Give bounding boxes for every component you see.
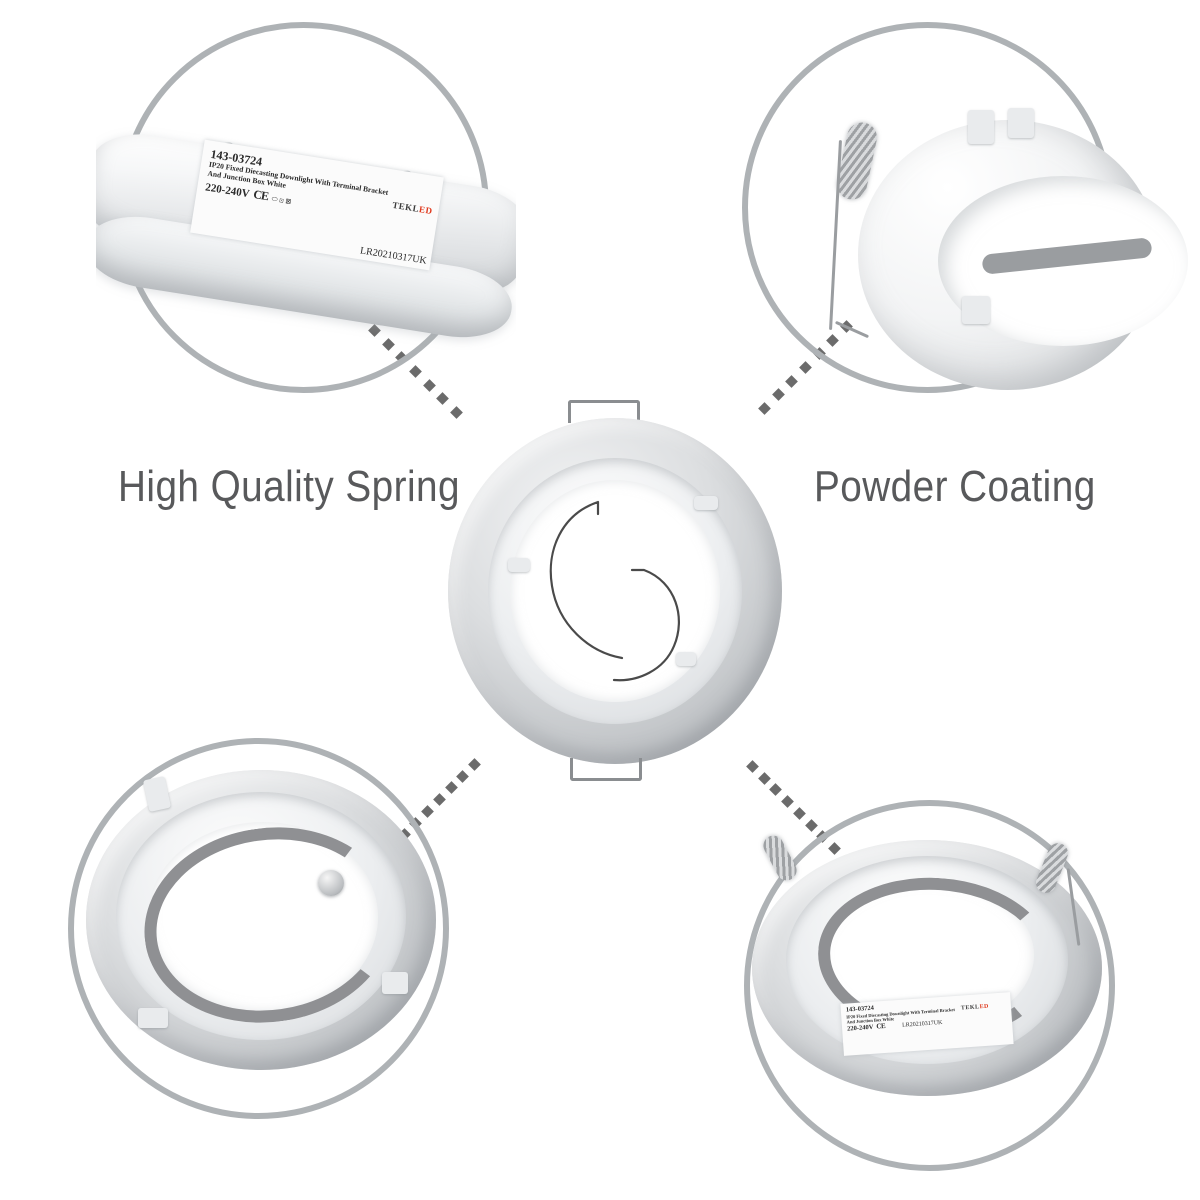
caption-high-quality-spring: High Quality Spring	[118, 462, 460, 511]
center-nub-bottom	[676, 652, 696, 666]
assembly-spring-right	[1032, 840, 1072, 896]
ce-mark-icon: CE	[252, 186, 270, 203]
wire-spring-clip-bottom	[570, 758, 642, 781]
connector-dash	[422, 378, 436, 392]
photo-assembly-detail: 143-03724 IP20 Fixed Diecasting Downligh…	[742, 820, 1112, 1120]
center-nub-left	[508, 558, 530, 572]
housing-nub-top2	[1008, 108, 1034, 138]
assembly-spring-left	[759, 832, 801, 884]
connector-dash	[792, 806, 806, 820]
connector-dash	[769, 783, 783, 797]
connector-dash	[409, 365, 422, 378]
bezel-clip-tab-bottom	[138, 1008, 168, 1028]
connector-dash	[799, 361, 812, 374]
bezel-clip-tab-right	[382, 972, 408, 994]
wire-spring-clip-top	[568, 400, 640, 423]
connector-dash	[781, 795, 795, 809]
coil-spring-icon	[834, 119, 880, 203]
spring-wire-foot	[834, 320, 870, 339]
assembly-label-voltage: 220-240V	[846, 1024, 874, 1033]
connector-dash	[444, 781, 458, 795]
housing-nub-bottom	[962, 296, 990, 324]
photo-retaining-band	[86, 770, 436, 1080]
photo-powder-coating	[820, 100, 1188, 390]
photo-high-quality-spring: 143-03724 IP20 Fixed Diecasting Downligh…	[96, 120, 516, 350]
spring-wire-leg	[829, 140, 842, 330]
connector-dash	[785, 374, 799, 388]
assembly-ce-mark-icon: CE	[876, 1022, 886, 1031]
center-product-downlight-bezel	[448, 400, 782, 782]
fixing-screw-icon	[318, 870, 344, 896]
callout-circle-bottom-left	[68, 738, 449, 1119]
bezel-aperture	[148, 822, 378, 1012]
center-nub-right	[694, 496, 718, 510]
retaining-spring-wire	[549, 500, 681, 682]
housing-nub-top	[968, 110, 994, 144]
approval-icons: ⬭ ⊡ ⊠	[271, 194, 292, 206]
callout-circle-bottom-right	[744, 800, 1115, 1171]
assembly-batch: LR20210317UK	[901, 1020, 943, 1029]
caption-powder-coating: Powder Coating	[814, 462, 1096, 511]
